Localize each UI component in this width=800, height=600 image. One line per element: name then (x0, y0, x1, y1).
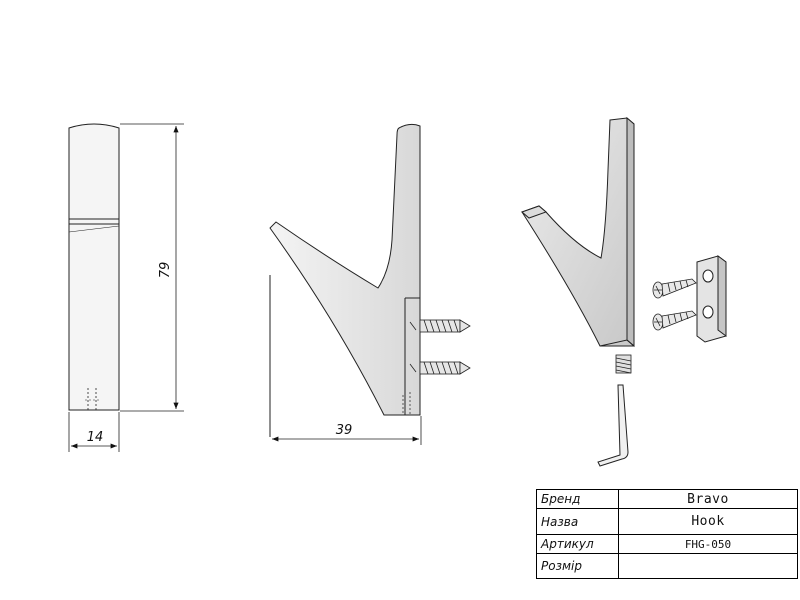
iso-screw-upper (652, 278, 697, 299)
screw-slot-lower (409, 363, 417, 373)
name-label: Назва (537, 509, 619, 535)
height-dimension (120, 123, 184, 412)
iso-screw-lower (652, 310, 697, 331)
side-view (269, 123, 421, 437)
isometric-view (521, 116, 635, 348)
brand-label: Бренд (537, 490, 619, 509)
brand-value: Bravo (619, 490, 797, 509)
width-dimension (68, 412, 120, 452)
size-label: Розмір (537, 554, 619, 578)
article-label: Артикул (537, 535, 619, 554)
front-view (68, 123, 120, 411)
height-label: 79 (158, 262, 173, 279)
set-screw (615, 354, 632, 374)
side-screw-upper (419, 319, 471, 333)
size-value (619, 554, 797, 578)
depth-label: 39 (336, 423, 353, 438)
screw-slot-upper (409, 321, 417, 331)
mounting-plate (696, 255, 727, 343)
name-value: Hook (619, 509, 797, 535)
article-value: FHG-050 (619, 535, 797, 554)
depth-dimension (272, 416, 422, 445)
hex-key (597, 384, 629, 467)
title-block: Бренд Bravo Назва Hook Артикул FHG-050 Р… (536, 489, 798, 579)
side-screw-lower (419, 361, 471, 375)
width-label: 14 (87, 430, 104, 445)
